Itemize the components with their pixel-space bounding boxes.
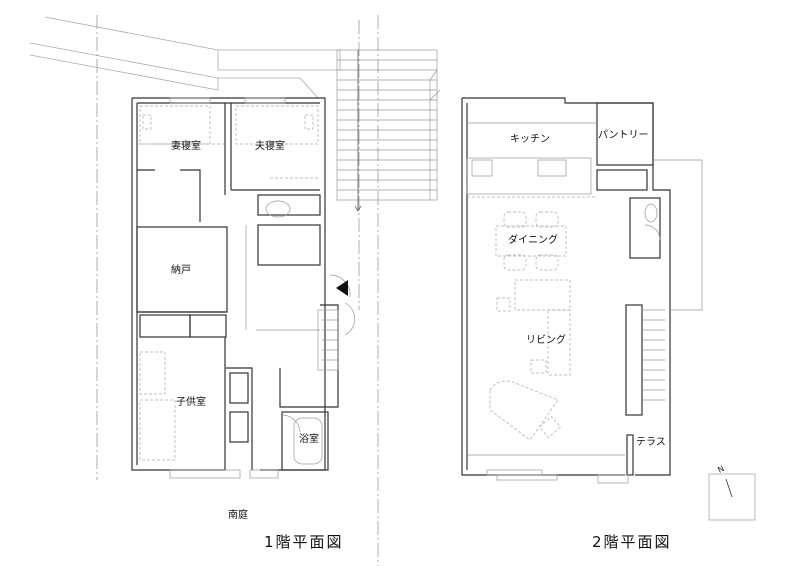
garden-label: 南庭 <box>228 510 248 521</box>
room-label-terrace: テラス <box>636 437 666 448</box>
room-label-dining: ダイニング <box>508 235 558 246</box>
floor1-furniture <box>137 105 320 461</box>
entry-arrow-icon <box>336 280 348 296</box>
floor2-title: 2階平面図 <box>592 533 672 551</box>
external-stairs <box>336 49 441 212</box>
floor2-details <box>466 122 703 484</box>
floor2-walls <box>461 97 671 476</box>
room-label-wife-bedroom: 妻寝室 <box>171 141 201 152</box>
compass <box>708 473 756 521</box>
floor1-walls <box>131 97 339 471</box>
room-label-pantry: パントリー <box>598 130 649 141</box>
floor2-furniture <box>467 196 597 441</box>
site-lines <box>29 16 341 99</box>
room-label-kitchen: キッチン <box>510 134 550 145</box>
room-label-husband-bedroom: 夫寝室 <box>255 141 285 152</box>
room-label-storage: 納戸 <box>171 265 191 276</box>
floor1-details <box>169 97 356 479</box>
floor1-title: 1階平面図 <box>264 533 344 551</box>
axis-lines <box>96 15 379 566</box>
room-label-bathroom: 浴室 <box>299 434 319 445</box>
room-label-living: リビング <box>526 335 566 346</box>
room-label-child-room: 子供室 <box>176 397 206 408</box>
